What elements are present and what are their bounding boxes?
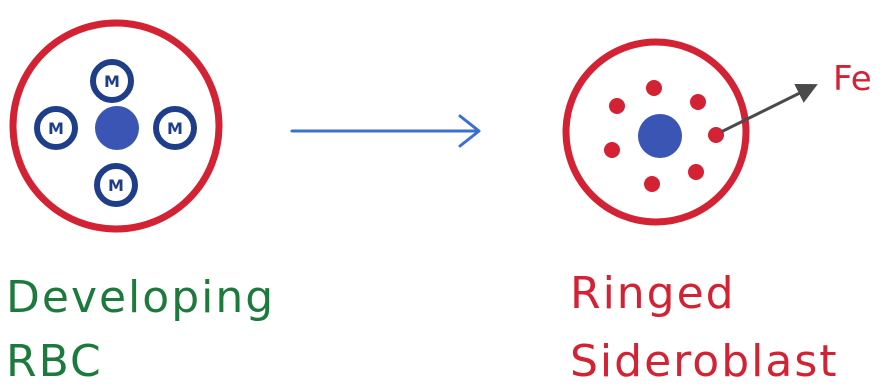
iron-dot — [644, 176, 660, 192]
ringed-sideroblast-cell — [562, 38, 750, 226]
iron-dot — [604, 142, 620, 158]
pointer-arrow-icon — [721, 84, 818, 133]
iron-dot — [609, 98, 625, 114]
mitochondrion-bottom: M — [94, 163, 138, 207]
iron-dot — [688, 164, 704, 180]
iron-label: Fe — [833, 59, 872, 99]
right-arrow-icon — [290, 114, 481, 148]
mitochondrion-top: M — [90, 59, 134, 103]
iron-dot — [690, 94, 706, 110]
iron-dot — [646, 80, 662, 96]
mitochondrion-letter: M — [48, 119, 64, 138]
mitochondrion-letter: M — [167, 119, 183, 138]
developing-rbc-nucleus — [95, 106, 139, 150]
developing-label: Developing — [6, 272, 276, 323]
mitochondrion-letter: M — [104, 72, 120, 91]
mitochondrion-left: M — [34, 106, 78, 150]
sideroblast-label: Sideroblast — [570, 336, 839, 387]
mitochondrion-letter: M — [108, 176, 124, 195]
developing-rbc-cell: M M M M — [9, 19, 223, 233]
ringed-label: Ringed — [570, 268, 736, 319]
rbc-label: RBC — [6, 336, 103, 387]
iron-dot — [708, 127, 724, 143]
mitochondrion-right: M — [153, 106, 197, 150]
ringed-sideroblast-nucleus — [638, 114, 682, 158]
